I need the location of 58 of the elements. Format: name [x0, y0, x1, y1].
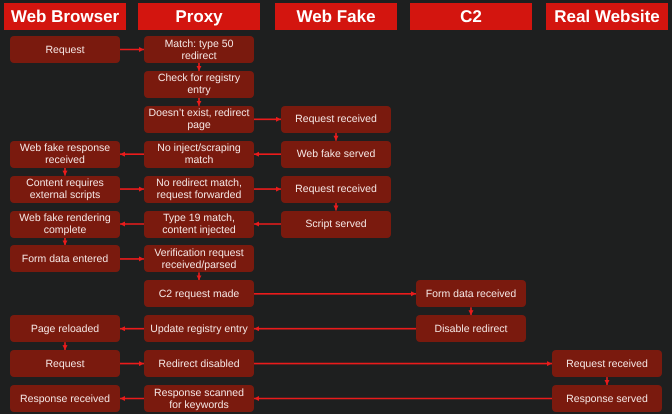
arrow [254, 116, 281, 122]
arrow [62, 168, 68, 176]
arrow [120, 186, 144, 192]
process-box: Verification request received/parsed [144, 245, 254, 272]
process-box: Response served [552, 385, 662, 412]
lane-header: Real Website [546, 3, 668, 30]
process-box: Page reloaded [10, 315, 120, 342]
process-box: Response scanned for keywords [144, 385, 254, 412]
process-box: Check for registry entry [144, 70, 254, 98]
process-box: Request received [281, 176, 391, 203]
process-box: Content requires external scripts [10, 176, 120, 203]
lane-header: Web Fake [275, 3, 397, 30]
arrow [120, 47, 144, 52]
arrow [196, 63, 202, 71]
process-box: Response received [10, 385, 120, 412]
process-box: Match: type 50 redirect [144, 36, 254, 63]
process-box: Web fake rendering complete [10, 210, 120, 238]
arrow [254, 222, 281, 226]
process-box: Form data received [416, 280, 526, 308]
process-box: Type 19 match, content injected [144, 210, 254, 238]
arrow [334, 132, 338, 141]
arrow [468, 307, 474, 316]
process-box: No inject/scraping match [144, 140, 254, 168]
arrow [62, 342, 68, 350]
process-box: Update registry entry [144, 315, 254, 342]
process-box: Web fake response received [10, 140, 120, 168]
arrow [254, 326, 416, 332]
process-box: No redirect match, request forwarded [144, 176, 254, 203]
process-box: Request [10, 36, 120, 63]
lane-header: Proxy [138, 3, 260, 30]
arrow [604, 377, 610, 385]
arrow [120, 152, 144, 157]
arrow [196, 98, 202, 106]
arrow [120, 256, 144, 262]
process-box: Doesn’t exist, redirect page [144, 106, 254, 133]
process-box: C2 request made [144, 280, 254, 308]
process-box: Script served [281, 210, 391, 238]
arrow [120, 396, 144, 401]
arrow [196, 272, 202, 280]
arrow [334, 202, 338, 210]
arrow [120, 326, 144, 332]
process-box: Disable redirect [416, 315, 526, 342]
arrow [254, 291, 416, 296]
arrow [254, 152, 281, 157]
lane-header: C2 [410, 3, 532, 30]
process-box: Web fake served [281, 140, 391, 168]
arrow [254, 361, 552, 366]
process-box: Request received [281, 106, 391, 133]
process-box: Redirect disabled [144, 350, 254, 378]
arrow [254, 186, 281, 192]
arrow [120, 222, 144, 226]
process-box: Request received [552, 350, 662, 378]
arrow [254, 396, 552, 401]
process-box: Request [10, 350, 120, 378]
process-box: Form data entered [10, 245, 120, 272]
arrow [120, 361, 144, 366]
lane-header: Web Browser [4, 3, 126, 30]
arrow [62, 238, 68, 246]
